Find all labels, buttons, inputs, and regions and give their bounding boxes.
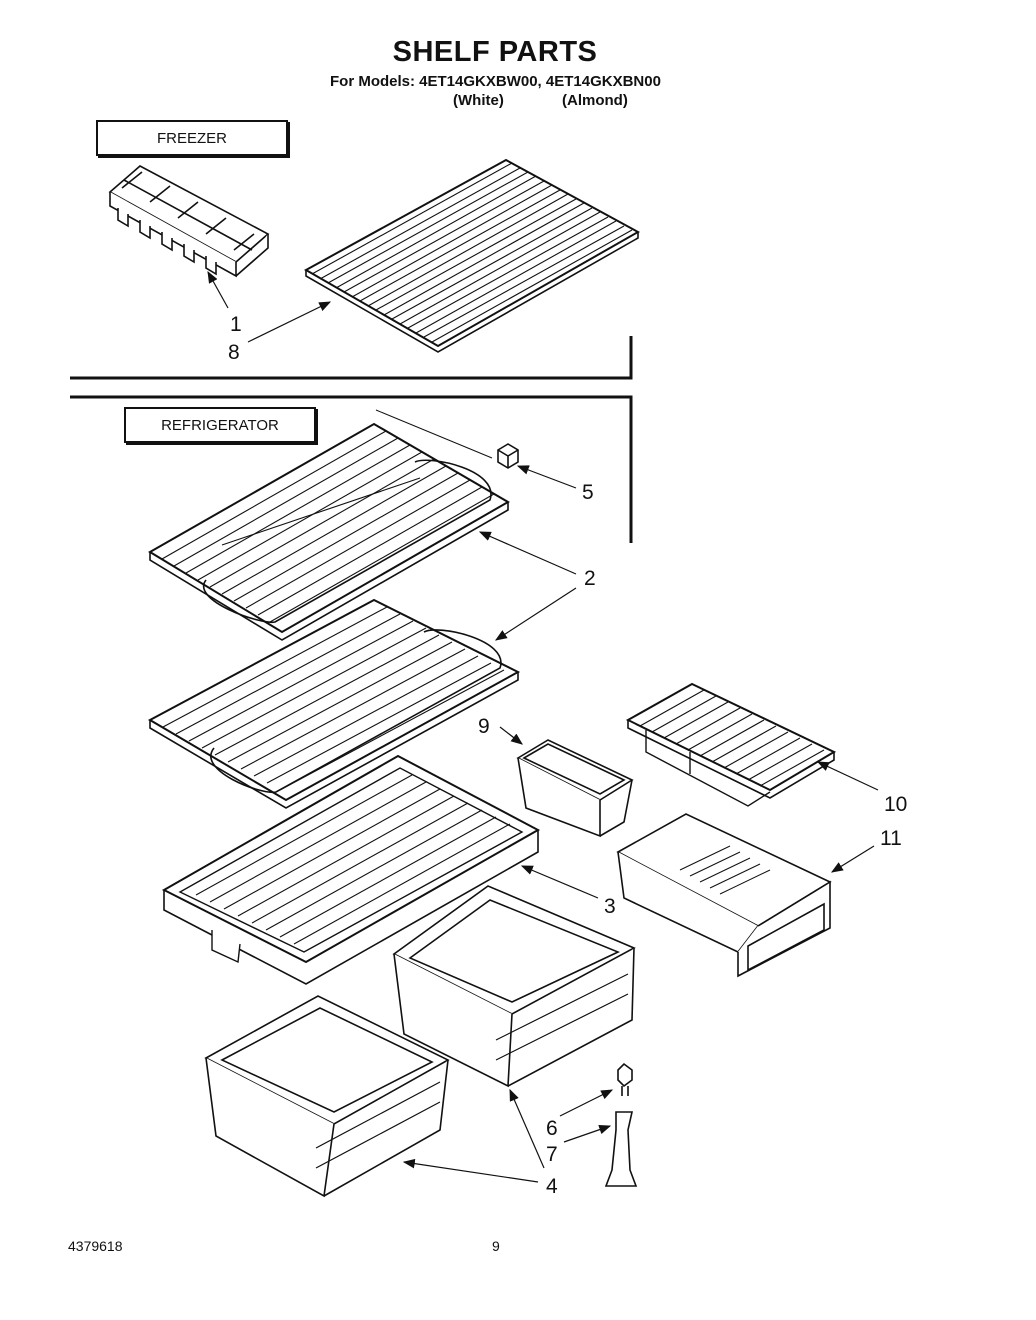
freezer-wire-shelf-part <box>306 160 638 352</box>
refrigerator-section-label: REFRIGERATOR <box>124 407 316 443</box>
crisper-drawer-upper <box>394 886 634 1086</box>
callout-3: 3 <box>604 895 616 918</box>
meat-pan-part <box>618 814 830 976</box>
models-line: For Models: 4ET14GKXBW00, 4ET14GKXBN00 <box>330 73 661 90</box>
ice-cube-tray-part <box>110 166 268 276</box>
document-number: 4379618 <box>68 1238 123 1254</box>
freezer-section-label: FREEZER <box>96 120 288 156</box>
crisper-cover-part <box>164 756 538 984</box>
callout-1: 1 <box>230 313 242 336</box>
callout-2: 2 <box>584 567 596 590</box>
refrigerator-wire-shelf-lower <box>150 600 518 808</box>
utility-bin-part <box>518 740 632 836</box>
callout-10: 10 <box>884 793 908 816</box>
shelf-stop-clip-part <box>376 410 518 468</box>
callout-9: 9 <box>478 715 490 738</box>
variant-almond: (Almond) <box>562 92 628 109</box>
page-title: SHELF PARTS <box>392 36 598 68</box>
crisper-drawer-lower <box>206 996 448 1196</box>
callout-6: 6 <box>546 1117 558 1140</box>
meat-pan-cover-part <box>628 684 834 806</box>
refrigerator-wire-shelf-upper <box>150 424 508 640</box>
section-divider-lines <box>70 336 631 543</box>
callout-8: 8 <box>228 341 240 364</box>
shelf-post-part <box>606 1064 636 1186</box>
variant-white: (White) <box>453 92 504 109</box>
callout-leader-lines <box>207 270 878 1182</box>
page-number: 9 <box>492 1238 500 1254</box>
callout-11: 11 <box>880 827 902 850</box>
callout-5: 5 <box>582 481 594 504</box>
callout-4: 4 <box>546 1175 558 1198</box>
callout-7: 7 <box>546 1143 558 1166</box>
